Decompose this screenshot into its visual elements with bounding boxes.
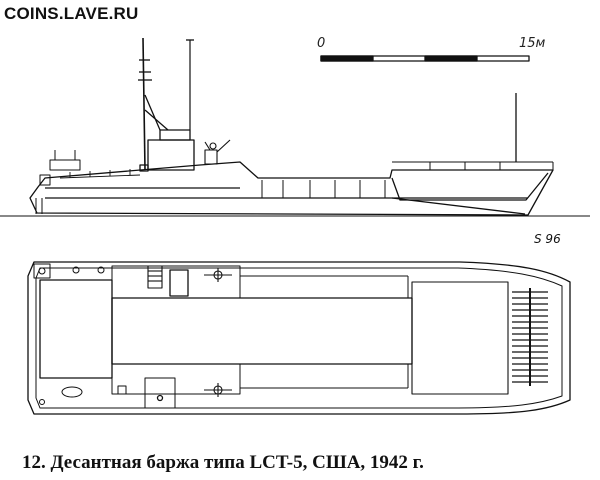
stern-gear bbox=[35, 150, 81, 214]
bow-ramp bbox=[391, 172, 549, 201]
winch bbox=[147, 265, 163, 289]
ramp-cleats bbox=[512, 288, 548, 386]
site-watermark: COINS.LAVE.RU bbox=[4, 4, 139, 23]
pilot-house bbox=[159, 129, 191, 141]
mast bbox=[142, 37, 146, 171]
aa-gun-plan-lower bbox=[204, 383, 232, 397]
aa-gun-side bbox=[204, 139, 231, 165]
well-deck bbox=[111, 297, 413, 365]
stern-deck bbox=[39, 279, 113, 379]
hull-plan bbox=[27, 261, 571, 415]
aa-gun-plan-upper bbox=[204, 268, 232, 282]
scale-end-label: 15м bbox=[519, 36, 546, 51]
well-deck-panels bbox=[261, 161, 554, 198]
deckhouse-plan bbox=[111, 265, 241, 299]
scale-start-label: 0 bbox=[317, 36, 326, 51]
figure-caption: 12. Десантная баржа типа LCT-5, США, 194… bbox=[22, 452, 424, 473]
side-view bbox=[0, 37, 590, 217]
artist-signature: S 96 bbox=[534, 232, 561, 246]
plan-view bbox=[27, 261, 571, 415]
hull-side bbox=[29, 161, 554, 216]
stern-fittings bbox=[33, 263, 127, 405]
ramp-plan bbox=[411, 281, 509, 395]
scale-bar bbox=[320, 55, 530, 62]
